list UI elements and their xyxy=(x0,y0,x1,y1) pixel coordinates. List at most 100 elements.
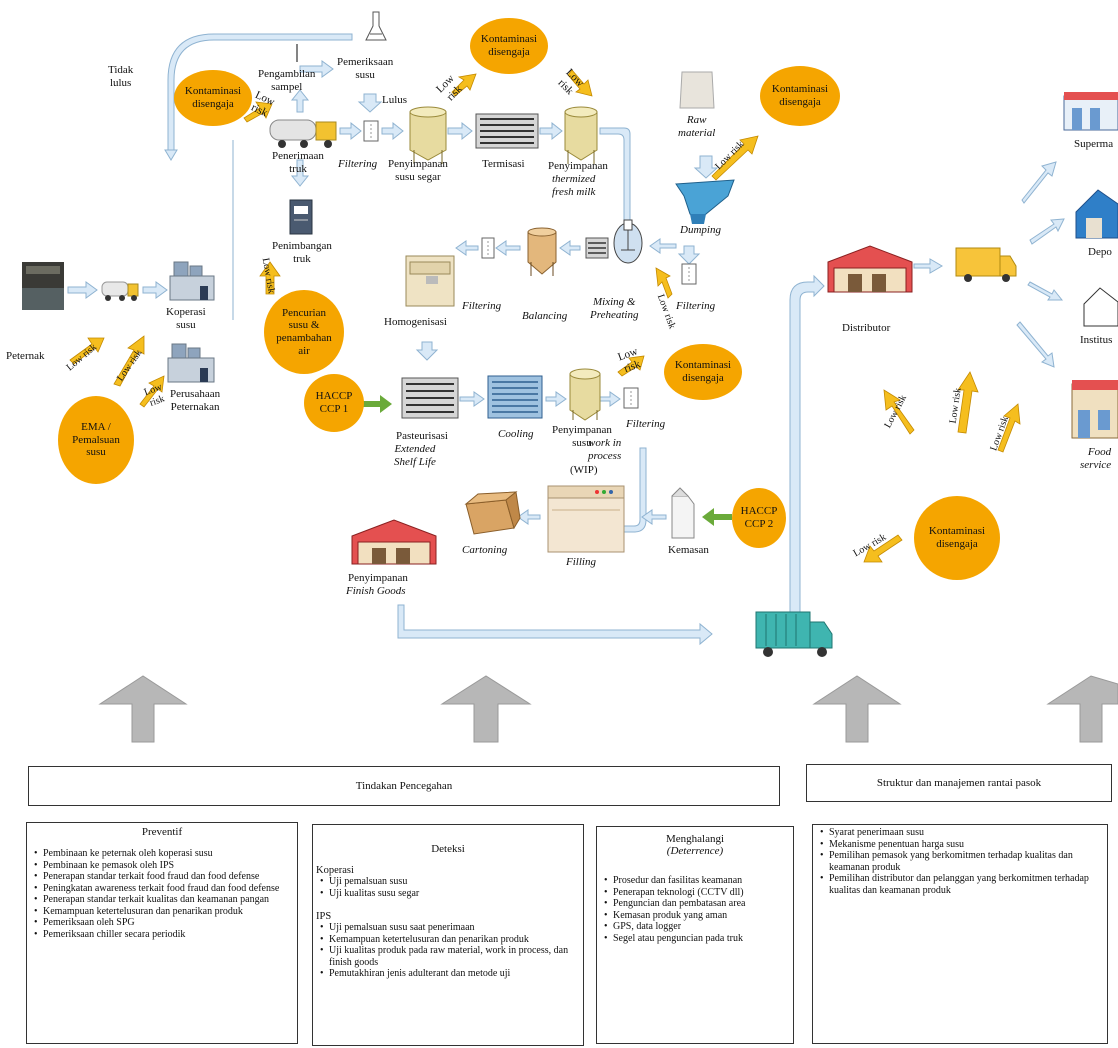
deteksi-item: Uji pemalsuan susu saat penerimaan xyxy=(320,922,583,934)
label-penyimpanan-thermized: Penyimpanan xyxy=(548,160,608,172)
flow-arrow xyxy=(415,341,439,361)
preventif-box: Preventif Pembinaan ke peternak oleh kop… xyxy=(26,822,298,1044)
label-penimbangan: Penimbangan truk xyxy=(272,240,332,265)
label-distributor: Distributor xyxy=(842,322,891,334)
deteksi-koperasi-list: Uji pemalsuan susu Uji kualitas susu seg… xyxy=(313,876,583,899)
deteksi-ips-list: Uji pemalsuan susu saat penerimaan Kemam… xyxy=(313,922,583,980)
storage-tank-icon-thermized xyxy=(564,106,598,164)
risk-arrow xyxy=(243,101,273,123)
risk-arrow xyxy=(997,403,1021,453)
risk-arrow xyxy=(655,267,673,299)
menghalangi-item: Penerapan teknologi (CCTV dll) xyxy=(604,887,793,899)
flow-arrow xyxy=(545,391,567,407)
flow-arrow xyxy=(495,240,521,256)
flow-arrow xyxy=(447,121,473,141)
menghalangi-item: Prosedur dan fasilitas keamanan xyxy=(604,875,793,887)
menghalangi-list: Prosedur dan fasilitas keamanan Penerapa… xyxy=(597,875,793,944)
flow-arrow xyxy=(299,60,334,78)
risk-arrow xyxy=(883,389,915,435)
heat-exchanger-icon-pasteur xyxy=(401,377,459,419)
haccp-arrow xyxy=(362,395,392,413)
badge-kontaminasi: Kontaminasi disengaja xyxy=(760,66,840,126)
label-perusahaan: Perusahaan Peternakan xyxy=(170,388,221,413)
warehouse-icon-finish-goods xyxy=(351,519,437,565)
deteksi-item: Uji pemalsuan susu xyxy=(320,876,583,888)
flow-arrow xyxy=(1016,321,1055,368)
haccp-arrows xyxy=(362,395,732,526)
filling-machine-icon xyxy=(547,485,625,553)
label-cooling: Cooling xyxy=(498,428,534,440)
up-arrow xyxy=(812,675,902,743)
badge-kontaminasi: Kontaminasi disengaja xyxy=(914,496,1000,580)
deteksi-item: Kemampuan ketertelusuran dan penarikan p… xyxy=(320,934,583,946)
deteksi-item: Uji kualitas susu segar xyxy=(320,888,583,900)
risk-arrow xyxy=(113,335,145,387)
struktur-item: Pemilihan pemasok yang berkomitmen terha… xyxy=(820,850,1107,873)
label-filtering-2: Filtering xyxy=(676,300,716,312)
mixer-vessel-icon xyxy=(613,219,643,264)
struktur-box: Syarat penerimaan susu Mekanisme penentu… xyxy=(812,824,1108,1044)
deteksi-box: Deteksi Koperasi Uji pemalsuan susu Uji … xyxy=(312,824,584,1046)
storage-tank-icon-wip xyxy=(569,368,601,421)
struktur-item: Mekanisme penentuan harga susu xyxy=(820,839,1107,851)
raw-material-bag-icon xyxy=(679,71,715,109)
menghalangi-item: GPS, data logger xyxy=(604,921,793,933)
dumping-hopper-icon xyxy=(675,179,735,224)
risk-arrow xyxy=(567,69,593,97)
filter-icon xyxy=(363,120,697,409)
flow-arrow xyxy=(290,159,310,187)
preventif-item: Kemampuan ketertelusuran dan penarikan p… xyxy=(34,906,297,918)
label-penerimaan: Penerimaan truk xyxy=(272,150,324,175)
label-pemeriksaan: Pemeriksaan susu xyxy=(337,56,394,81)
flow-arrow xyxy=(339,121,362,141)
label-penyimpanan-wip-italic: work in process xyxy=(588,437,622,462)
up-arrow xyxy=(440,675,532,743)
label-raw-material: Raw material xyxy=(678,114,716,139)
balancing-tank-icon xyxy=(527,227,557,276)
preventif-item: Pemeriksaan oleh SPG xyxy=(34,917,297,929)
small-truck-icon xyxy=(101,281,139,301)
flow-arrow xyxy=(559,240,581,256)
label-pengambilan: Pengambilan sampel xyxy=(258,68,316,93)
label-institusi: Institus xyxy=(1080,334,1113,346)
up-arrow xyxy=(1046,675,1118,743)
label-koperasi: Koperasi susu xyxy=(166,306,206,331)
label-filling: Filling xyxy=(566,556,596,568)
factory-icon-koperasi xyxy=(169,261,215,301)
flow-arrow xyxy=(517,509,541,525)
label-penyimpanan-wip: Penyimpanan susu xyxy=(552,424,612,449)
flow-arrow xyxy=(397,604,713,646)
label-pasteurisasi-italic: Extended Shelf Life xyxy=(394,443,436,468)
label-wip: (WIP) xyxy=(570,464,598,476)
deteksi-item: Uji kualitas produk pada raw material, w… xyxy=(320,945,583,968)
flow-arrow xyxy=(1029,218,1065,245)
badge-kontaminasi: Kontaminasi disengaja xyxy=(174,70,252,126)
flow-arrow xyxy=(649,238,677,254)
label-filtering-4: Filtering xyxy=(626,418,666,430)
flow-arrow xyxy=(290,89,310,113)
risk-arrow xyxy=(863,534,903,563)
badge-haccp-ccp1: HACCP CCP 1 xyxy=(304,374,364,432)
delivery-truck-icon-yellow xyxy=(955,247,1017,282)
menghalangi-item: Kemasan produk yang aman xyxy=(604,910,793,922)
storage-tank-icon xyxy=(409,106,447,164)
depo-icon xyxy=(1075,189,1118,239)
flow-arrow xyxy=(599,391,621,407)
risk-arrow xyxy=(69,337,105,365)
label-mixing: Mixing & Preheating xyxy=(590,296,639,321)
deteksi-ips-label: IPS xyxy=(316,911,332,922)
farm-photo xyxy=(22,288,64,310)
institution-icon xyxy=(1083,287,1118,327)
milk-carton-icon xyxy=(671,487,695,539)
cooling-unit-icon xyxy=(487,375,543,419)
label-penyimpanan-fg: Penyimpanan xyxy=(348,572,408,584)
flow-arrow xyxy=(677,245,701,265)
flow-arrow xyxy=(459,391,485,407)
scale-icon xyxy=(289,199,313,235)
heat-exchanger-icon xyxy=(475,113,539,149)
flow-arrow xyxy=(1027,281,1064,301)
flow-arrow xyxy=(142,281,168,299)
menghalangi-subtitle: (Deterrence) xyxy=(666,845,724,857)
preventif-list: Pembinaan ke peternak oleh koperasi susu… xyxy=(27,848,297,940)
